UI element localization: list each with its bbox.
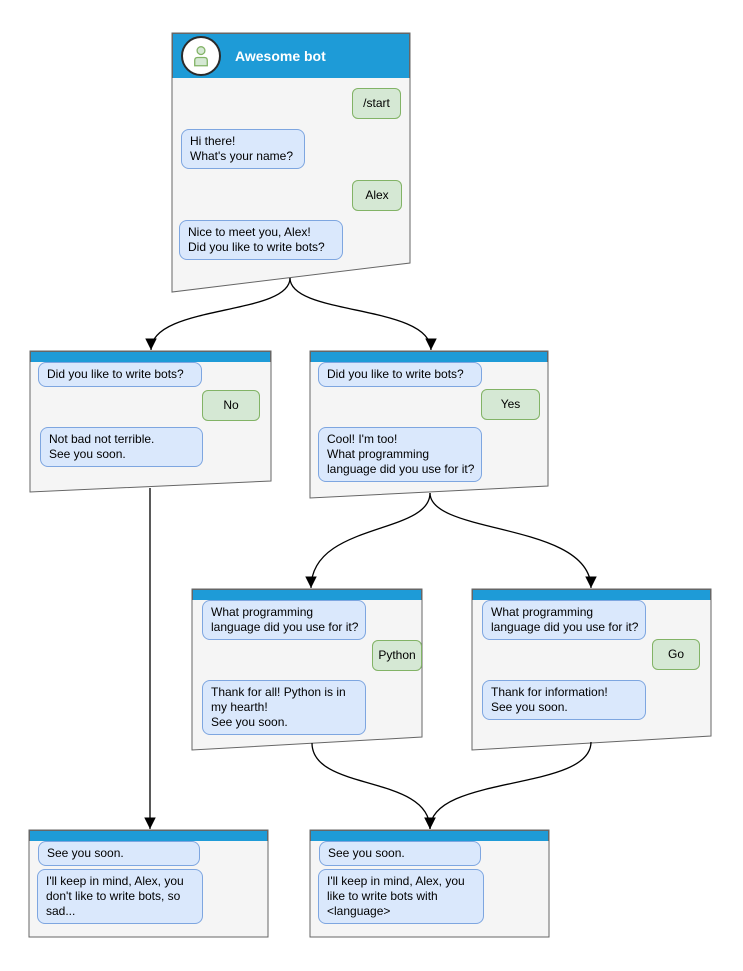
bot-message-bubble: Did you like to write bots? bbox=[38, 362, 202, 387]
bot-avatar bbox=[181, 36, 221, 76]
user-message-bubble: Alex bbox=[352, 180, 402, 211]
bot-message-bubble: See you soon. bbox=[38, 841, 200, 866]
bot-window-title: Awesome bot bbox=[235, 48, 326, 64]
root-window-header: Awesome bot bbox=[172, 33, 410, 78]
bot-message-bubble: Cool! I'm too! What programming language… bbox=[318, 427, 482, 482]
bot-message-bubble: See you soon. bbox=[319, 841, 481, 866]
no-branch-window-header bbox=[30, 351, 271, 362]
bot-message-bubble: I'll keep in mind, Alex, you don't like … bbox=[37, 869, 203, 924]
person-icon bbox=[194, 46, 208, 67]
end-no-window-header bbox=[29, 830, 268, 841]
arrow-go-to-end bbox=[424, 741, 592, 830]
yes-branch-window-header bbox=[310, 351, 548, 362]
bot-message-bubble: Not bad not terrible. See you soon. bbox=[40, 427, 203, 467]
bot-message-bubble: Nice to meet you, Alex! Did you like to … bbox=[179, 220, 343, 260]
bot-message-bubble: Did you like to write bots? bbox=[318, 362, 482, 387]
user-message-bubble: Go bbox=[652, 639, 700, 670]
arrow-root-to-no bbox=[145, 277, 291, 351]
user-message-bubble: /start bbox=[352, 88, 401, 119]
end-yes-window-header bbox=[310, 830, 549, 841]
bot-message-bubble: Thank for information! See you soon. bbox=[482, 680, 646, 720]
arrow-yes-to-go bbox=[429, 492, 597, 589]
bot-message-bubble: I'll keep in mind, Alex, you like to wri… bbox=[318, 869, 484, 924]
user-message-bubble: Yes bbox=[481, 389, 540, 420]
bot-message-bubble: What programming language did you use fo… bbox=[482, 600, 646, 640]
user-message-bubble: No bbox=[202, 390, 260, 421]
bot-message-bubble: Hi there! What's your name? bbox=[181, 129, 305, 169]
arrow-python-to-end bbox=[311, 742, 436, 830]
python-branch-window-header bbox=[192, 589, 422, 600]
bot-message-bubble: Thank for all! Python is in my hearth! S… bbox=[202, 680, 366, 735]
bot-message-bubble: What programming language did you use fo… bbox=[202, 600, 366, 640]
go-branch-window-header bbox=[472, 589, 711, 600]
arrow-root-to-yes bbox=[289, 277, 437, 351]
arrow-yes-to-python bbox=[305, 492, 431, 589]
user-message-bubble: Python bbox=[372, 640, 422, 671]
